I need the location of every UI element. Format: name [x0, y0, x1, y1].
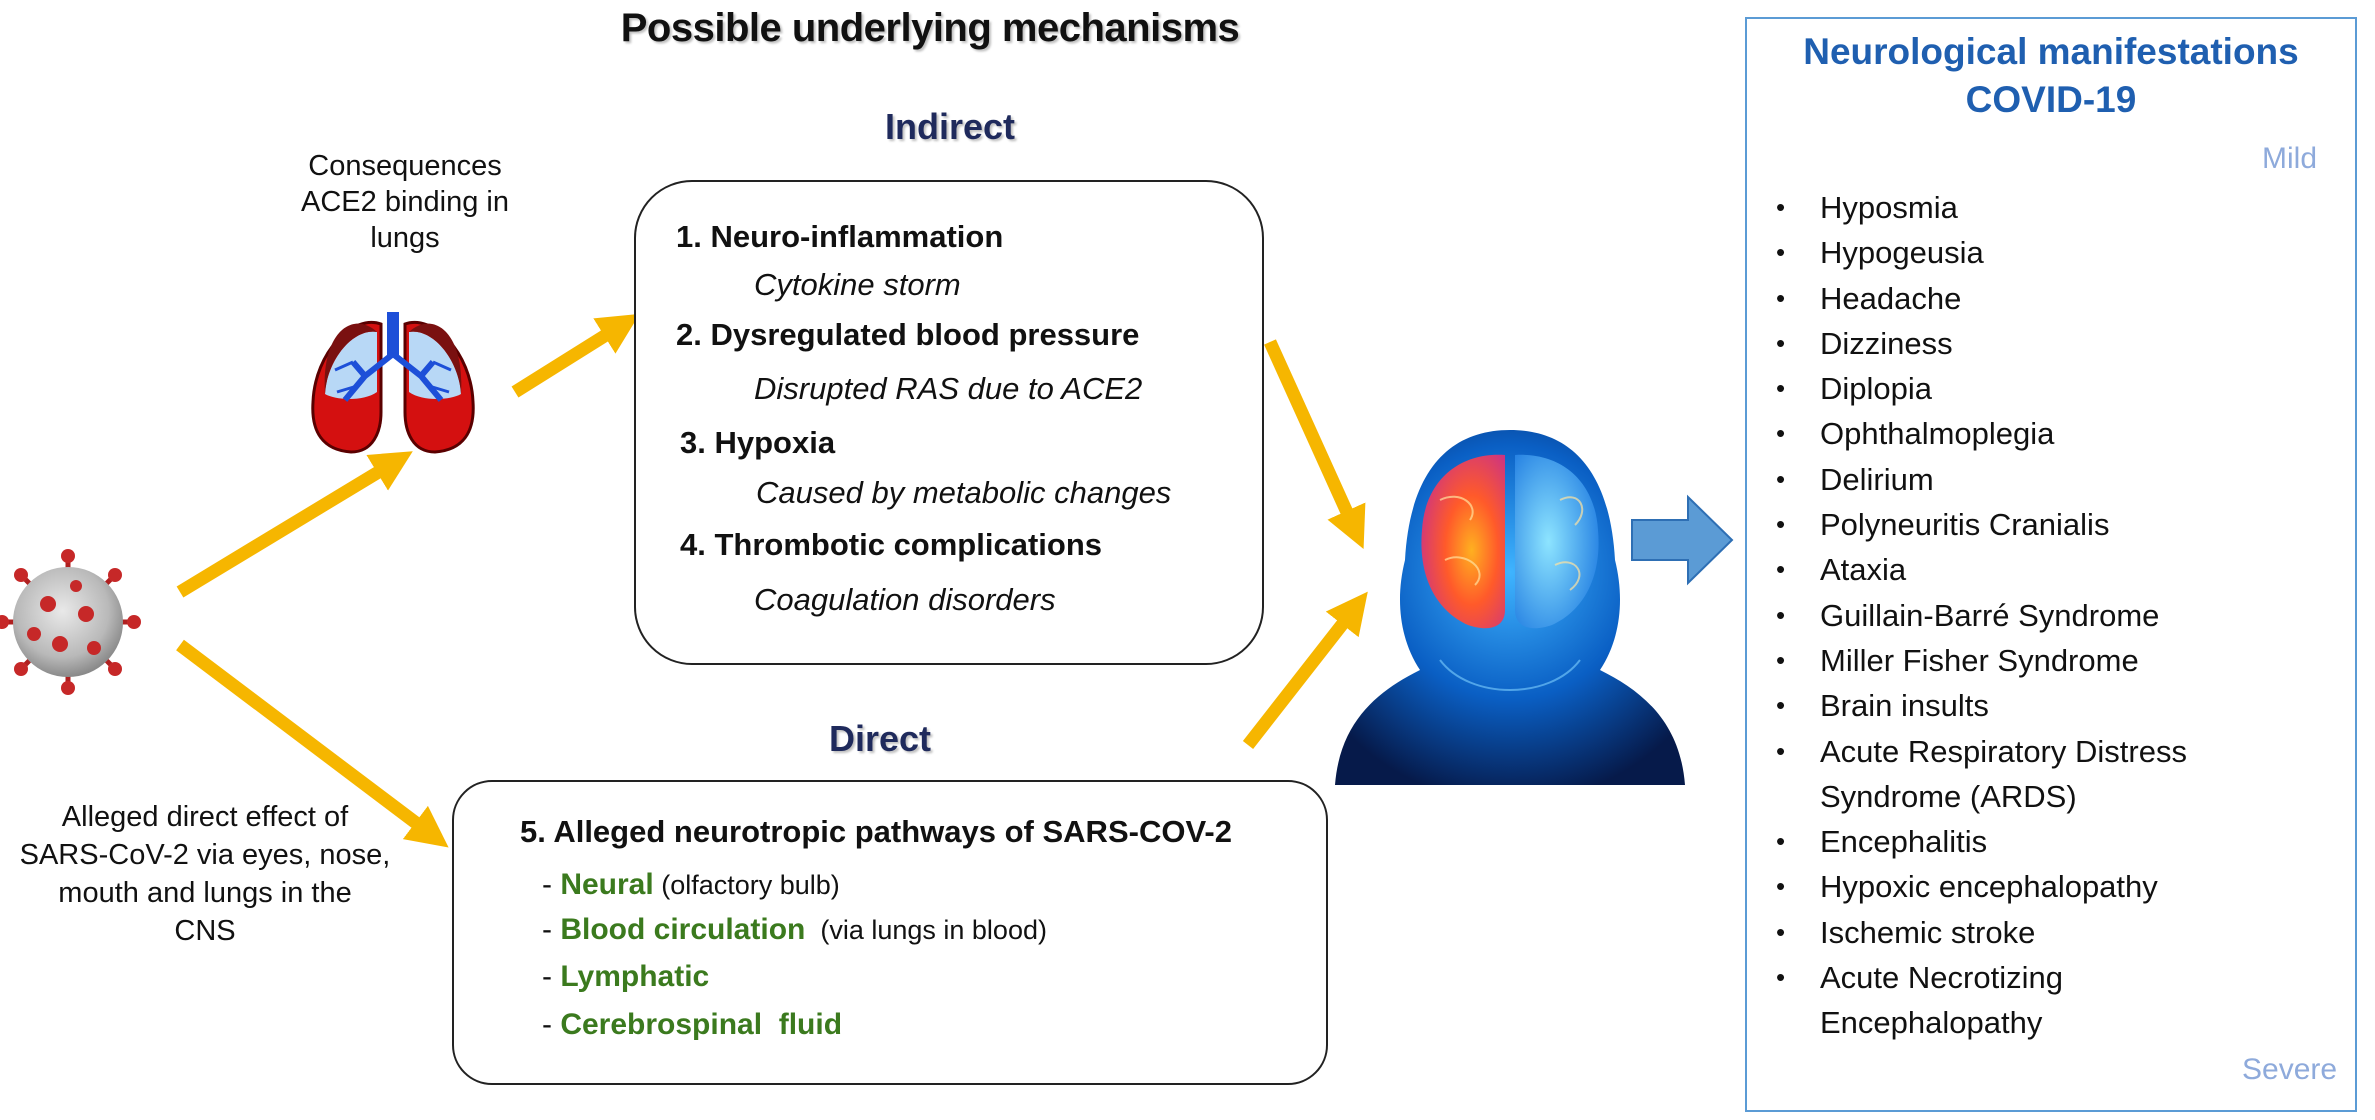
lungs-icon — [311, 312, 475, 454]
manifestation-item: Hypogeusia — [1762, 230, 2262, 276]
manifestations-title-line: Neurological manifestations — [1803, 31, 2299, 72]
pathway-item: - Neural (olfactory bulb) — [542, 868, 840, 902]
pathway-name: Cerebrospinal fluid — [560, 1008, 843, 1041]
direct-caption-line: Alleged direct effect of — [61, 801, 349, 833]
direct-caption-line: mouth and lungs in the — [58, 877, 352, 909]
diagram-title: Possible underlying mechanisms — [620, 6, 1240, 50]
manifestation-item: Acute Necrotizing Encephalopathy — [1762, 955, 2262, 1046]
lungs-caption-line: ACE2 binding in — [301, 186, 509, 218]
manifestation-item: Ophthalmoplegia — [1762, 411, 2262, 457]
pathway-note: (via lungs in blood) — [805, 915, 1047, 945]
pathway-note: (olfactory bulb) — [653, 870, 840, 900]
manifestations-title: Neurological manifestations COVID-19 — [1745, 28, 2357, 124]
virus-icon — [0, 549, 141, 695]
lungs-caption: Consequences ACE2 binding in lungs — [260, 148, 550, 256]
pathway-name: Neural — [560, 868, 654, 901]
manifestation-item: Miller Fisher Syndrome — [1762, 638, 2262, 684]
manifestation-item: Dizziness — [1762, 321, 2262, 367]
arrow-lungs-to-indirect — [511, 313, 640, 398]
indirect-item-label: 2. Dysregulated blood pressure — [676, 317, 1140, 352]
lungs-caption-line: lungs — [370, 222, 440, 254]
pathway-name: Blood circulation — [560, 913, 806, 946]
manifestation-item: Delirium — [1762, 457, 2262, 503]
pathway-prefix: - — [542, 1008, 561, 1041]
pathway-name: Lymphatic — [560, 960, 710, 993]
block-arrow-icon — [1631, 494, 1734, 586]
indirect-item-label: 1. Neuro-inflammation — [676, 219, 1004, 254]
pathway-prefix: - — [542, 913, 561, 946]
indirect-item-detail: Cytokine storm — [754, 267, 961, 302]
pathway-prefix: - — [542, 960, 561, 993]
arrow-indirect-to-brain — [1264, 339, 1366, 549]
manifestation-item: Polyneuritis Cranialis — [1762, 502, 2262, 548]
indirect-mechanisms-box — [634, 180, 1264, 665]
arrow-virus-to-direct — [176, 639, 449, 848]
manifestation-item: Headache — [1762, 276, 2262, 322]
pathway-item: - Blood circulation (via lungs in blood) — [542, 913, 1047, 947]
manifestation-item: Encephalitis — [1762, 819, 2262, 865]
arrow-direct-to-brain — [1242, 591, 1368, 750]
direct-pathways-box — [452, 780, 1328, 1085]
manifestation-item: Acute Respiratory Distress Syndrome (ARD… — [1762, 729, 2262, 820]
manifestation-item: Diplopia — [1762, 366, 2262, 412]
brain-head-icon — [1335, 430, 1685, 785]
manifestation-item: Ataxia — [1762, 547, 2262, 593]
pathway-prefix: - — [542, 868, 561, 901]
indirect-item-label: 3. Hypoxia — [680, 425, 836, 460]
manifestations-title-line: COVID-19 — [1965, 79, 2137, 120]
indirect-item-label: 4. Thrombotic complications — [680, 527, 1102, 562]
manifestation-item: Ischemic stroke — [1762, 910, 2262, 956]
manifestation-item: Brain insults — [1762, 683, 2262, 729]
manifestation-item: Guillain-Barré Syndrome — [1762, 593, 2262, 639]
arrow-virus-to-lungs — [176, 451, 413, 598]
direct-effect-caption: Alleged direct effect of SARS-CoV-2 via … — [10, 798, 400, 950]
indirect-heading: Indirect — [884, 106, 1016, 147]
direct-caption-line: CNS — [174, 915, 236, 947]
manifestations-list: HyposmiaHypogeusiaHeadacheDizzinessDiplo… — [1762, 185, 2262, 1046]
indirect-item-detail: Caused by metabolic changes — [756, 475, 1172, 510]
scale-severe-label: Severe — [2242, 1053, 2338, 1086]
manifestation-item: Hyposmia — [1762, 185, 2262, 231]
direct-pathways-title: 5. Alleged neurotropic pathways of SARS-… — [520, 814, 1232, 849]
direct-caption-line: SARS-CoV-2 via eyes, nose, — [19, 839, 391, 871]
direct-heading: Direct — [828, 718, 932, 759]
indirect-item-detail: Disrupted RAS due to ACE2 — [754, 371, 1143, 406]
pathway-item: - Cerebrospinal fluid — [542, 1008, 842, 1042]
indirect-item-detail: Coagulation disorders — [754, 582, 1056, 617]
manifestation-item: Hypoxic encephalopathy — [1762, 864, 2262, 910]
pathway-item: - Lymphatic — [542, 960, 709, 994]
scale-mild-label: Mild — [2262, 142, 2318, 175]
lungs-caption-line: Consequences — [308, 150, 502, 182]
